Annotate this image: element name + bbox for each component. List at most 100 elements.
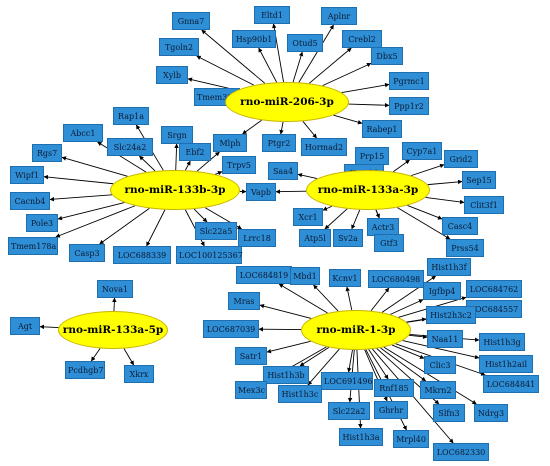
gene-node-hsp90b1[interactable]: Hsp90b1 xyxy=(232,30,276,48)
gene-node-slc22a2[interactable]: Slc22a2 xyxy=(328,402,370,420)
gene-node-ptgr2[interactable]: Ptgr2 xyxy=(262,134,296,152)
gene-node-slc22a5[interactable]: Slc22a5 xyxy=(195,222,237,240)
gene-node-mras[interactable]: Mras xyxy=(228,292,260,310)
edge-m1-Rnf185 xyxy=(368,349,389,380)
mirna-node-m133a5[interactable]: rno-miR-133a-5p xyxy=(58,311,168,349)
gene-node-hist1h3g[interactable]: Hist1h3g xyxy=(479,333,525,351)
gene-node-rgs7[interactable]: Rgs7 xyxy=(32,144,62,162)
edge-m1-Hist1h3c xyxy=(307,348,340,386)
mirna-node-m1[interactable]: rno-miR-1-3p xyxy=(301,310,411,350)
gene-node-ghrhr[interactable]: Ghrhr xyxy=(374,401,408,419)
gene-node-otud5[interactable]: Otud5 xyxy=(287,34,323,52)
gene-node-trpv5[interactable]: Trpv5 xyxy=(222,156,256,174)
mirna-node-m133b[interactable]: rno-miR-133b-3p xyxy=(110,170,240,210)
gene-node-pgrmc1[interactable]: Pgrmc1 xyxy=(389,72,429,90)
gene-node-mrpl40[interactable]: Mrpl40 xyxy=(393,430,429,448)
gene-node-rnf185[interactable]: Rnf185 xyxy=(374,379,414,397)
gene-node-igfbp4[interactable]: Igfbp4 xyxy=(423,282,461,300)
gene-node-ndrg3[interactable]: Ndrg3 xyxy=(474,404,508,422)
gene-node-mex3c[interactable]: Mex3c xyxy=(235,381,267,399)
gene-node-vapb[interactable]: Vapb xyxy=(246,183,276,201)
edge-m133b-Ebf2 xyxy=(184,160,191,171)
gene-node-pole3[interactable]: Pole3 xyxy=(26,214,58,232)
gene-node-hormad2[interactable]: Hormad2 xyxy=(301,138,347,156)
gene-node-agt[interactable]: Agt xyxy=(10,317,40,335)
gene-node-tgoln2[interactable]: Tgoln2 xyxy=(159,38,199,56)
edge-m206-Crebl2 xyxy=(308,47,352,84)
gene-node-loc684557[interactable]: LOC684557 xyxy=(466,300,522,318)
gene-node-loc100125367[interactable]: LOC100125367 xyxy=(176,246,243,264)
edge-m133b-Srgn xyxy=(174,143,179,171)
edge-m206-Hsp90b1 xyxy=(258,47,278,83)
gene-node-loc688339[interactable]: LOC688339 xyxy=(113,246,171,264)
gene-node-xcr1[interactable]: Xcr1 xyxy=(293,208,323,226)
gene-node-rap1a[interactable]: Rap1a xyxy=(113,107,149,125)
mirna-node-m133a[interactable]: rno-miR-133a-3p xyxy=(306,170,430,210)
gene-node-atp5l[interactable]: Atp5l xyxy=(299,229,331,247)
gene-node-xylb[interactable]: Xylb xyxy=(156,66,188,84)
gene-node-loc682330[interactable]: LOC682330 xyxy=(433,443,489,461)
gene-node-eltd1[interactable]: Eltd1 xyxy=(254,6,290,24)
gene-node-dbx5[interactable]: Dbx5 xyxy=(371,47,403,65)
gene-node-ebf2[interactable]: Ebf2 xyxy=(179,143,211,161)
gene-node-xkrx[interactable]: Xkrx xyxy=(124,365,154,383)
gene-node-wipf1[interactable]: Wipf1 xyxy=(10,166,44,184)
gene-node-srgn[interactable]: Srgn xyxy=(161,126,193,144)
gene-node-clic3[interactable]: Clic3 xyxy=(424,356,456,374)
edge-m1-Naa11 xyxy=(408,334,428,340)
edge-m133b-Casp3 xyxy=(99,208,150,245)
gene-node-grid2[interactable]: Grid2 xyxy=(444,150,478,168)
edge-m133a5-Agt xyxy=(39,324,59,330)
gene-node-saa4[interactable]: Saa4 xyxy=(268,162,298,180)
edge-m133a-Cyp7a1 xyxy=(393,159,410,173)
gene-node-casc4[interactable]: Casc4 xyxy=(442,217,478,235)
gene-node-mkrn2[interactable]: Mkrn2 xyxy=(420,381,456,399)
gene-node-gtf3[interactable]: Gtf3 xyxy=(374,234,404,252)
gene-node-gnna7[interactable]: Gnna7 xyxy=(172,12,210,30)
gene-node-cyp7a1[interactable]: Cyp7a1 xyxy=(402,142,442,160)
gene-node-loc691496[interactable]: LOC691496 xyxy=(321,372,373,390)
gene-node-cacnb4[interactable]: Cacnb4 xyxy=(10,192,50,210)
gene-node-lrrc18[interactable]: Lrrc18 xyxy=(238,229,276,247)
gene-node-sv2a[interactable]: Sv2a xyxy=(333,229,363,247)
gene-node-aplnr[interactable]: Aplnr xyxy=(321,7,357,25)
gene-node-naa11[interactable]: Naa11 xyxy=(427,330,463,348)
gene-node-prss54[interactable]: Prss54 xyxy=(446,239,484,257)
gene-node-slfn3[interactable]: Slfn3 xyxy=(433,404,465,422)
gene-node-pcdhgb7[interactable]: Pcdhgb7 xyxy=(65,361,105,379)
gene-node-loc684819[interactable]: LOC684819 xyxy=(236,266,292,284)
gene-node-loc680498[interactable]: LOC680498 xyxy=(368,270,424,288)
gene-node-hist2h3c2[interactable]: Hist2h3c2 xyxy=(426,306,476,324)
edge-m133a-Xcr1 xyxy=(322,205,333,211)
gene-node-clit3f1[interactable]: Clit3f1 xyxy=(464,196,504,214)
edge-m133b-Rgs7 xyxy=(61,156,128,177)
gene-node-loc684841[interactable]: LOC684841 xyxy=(483,375,539,393)
gene-node-rabep1[interactable]: Rabep1 xyxy=(362,120,402,138)
gene-node-crebl2[interactable]: Crebl2 xyxy=(342,30,382,48)
edge-m133b-Wipf1 xyxy=(43,174,114,185)
edge-m1-Mras xyxy=(259,303,312,319)
gene-node-ppp1r2[interactable]: Ppp1r2 xyxy=(389,97,429,115)
edge-m206-Otud5 xyxy=(292,51,304,83)
edge-m133a-Sv2a xyxy=(351,209,361,230)
gene-node-nova1[interactable]: Nova1 xyxy=(97,280,133,298)
gene-node-sep15[interactable]: Sep15 xyxy=(462,171,496,189)
gene-node-mlph[interactable]: Mlph xyxy=(213,134,247,152)
gene-node-casp3[interactable]: Casp3 xyxy=(69,244,105,262)
gene-node-hist1h3c[interactable]: Hist1h3c xyxy=(278,385,322,403)
gene-node-hist1h3b[interactable]: Hist1h3b xyxy=(263,366,309,384)
gene-node-abcc1[interactable]: Abcc1 xyxy=(63,124,103,142)
gene-node-slc24a2[interactable]: Slc24a2 xyxy=(107,138,153,156)
gene-node-tmem178a[interactable]: Tmem178a xyxy=(8,237,58,255)
gene-node-satr1[interactable]: Satr1 xyxy=(235,347,267,365)
gene-node-prp15[interactable]: Prp15 xyxy=(355,147,389,165)
gene-node-mbd1[interactable]: Mbd1 xyxy=(290,267,320,285)
gene-node-loc687039[interactable]: LOC687039 xyxy=(203,320,259,338)
gene-node-kcnv1[interactable]: Kcnv1 xyxy=(329,269,361,287)
gene-node-hist1h3a[interactable]: Hist1h3a xyxy=(339,428,383,446)
gene-node-loc684762[interactable]: LOC684762 xyxy=(466,280,522,298)
gene-node-hist1h3f[interactable]: Hist1h3f xyxy=(427,258,471,276)
mirna-node-m206[interactable]: rno-miR-206-3p xyxy=(225,82,349,122)
gene-node-hist1h2ail[interactable]: Hist1h2ail xyxy=(479,355,533,373)
